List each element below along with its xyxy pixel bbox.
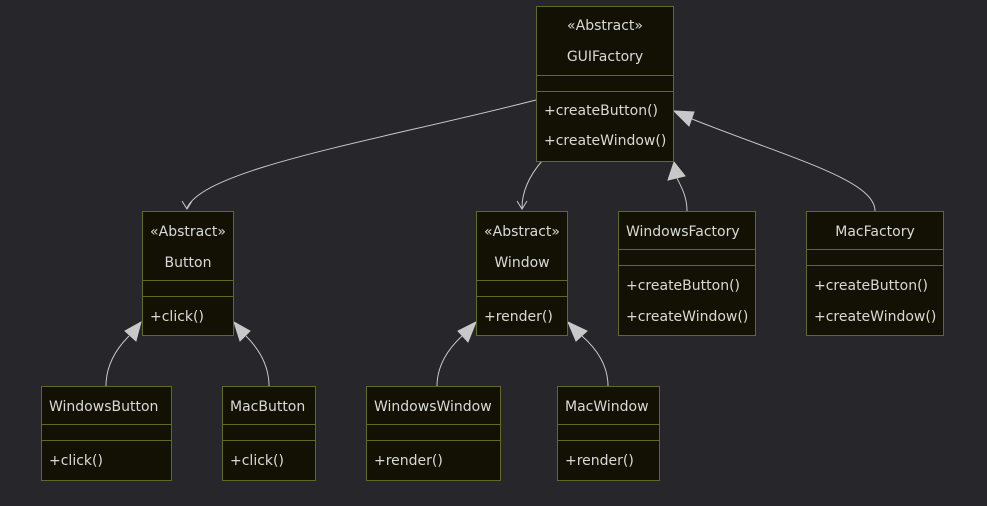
inheritance-arrow-button-1 — [124, 320, 142, 342]
class-window-stereotype: «Abstract» — [484, 224, 560, 240]
attributes-divider — [807, 249, 943, 250]
methods-divider — [223, 440, 315, 441]
edge-windowsbutton-button — [105, 335, 130, 387]
arrowhead-window — [516, 200, 528, 210]
class-windowsbutton-method: +click() — [49, 453, 103, 469]
class-macfactory-method: +createWindow() — [814, 309, 937, 325]
class-macfactory-name: MacFactory — [835, 224, 915, 240]
attributes-divider — [223, 424, 315, 425]
edge-macfactory-guifactory — [691, 118, 876, 212]
class-windowsbutton[interactable]: WindowsButton +click() — [41, 386, 172, 481]
class-guifactory-stereotype: «Abstract» — [567, 18, 643, 34]
class-windowsfactory-method: +createButton() — [626, 278, 740, 294]
attributes-divider — [42, 424, 171, 425]
attributes-divider — [537, 75, 673, 76]
class-guifactory[interactable]: «Abstract» GUIFactory +createButton() +c… — [536, 6, 674, 162]
attributes-divider — [619, 249, 755, 250]
methods-divider — [143, 296, 233, 297]
edge-windowsfactory-guifactory — [675, 175, 688, 212]
class-macwindow-method: +render() — [565, 453, 634, 469]
class-windowsfactory-name: WindowsFactory — [626, 224, 740, 240]
class-macbutton[interactable]: MacButton +click() — [222, 386, 316, 481]
inheritance-arrow-window-2 — [567, 320, 588, 342]
class-macbutton-name: MacButton — [230, 399, 306, 415]
methods-divider — [558, 440, 659, 441]
inheritance-arrow-button-2 — [233, 320, 251, 342]
class-macfactory[interactable]: MacFactory +createButton() +createWindow… — [806, 211, 944, 336]
methods-divider — [619, 265, 755, 266]
arrowhead-button — [181, 200, 193, 210]
attributes-divider — [367, 424, 500, 425]
class-window-name: Window — [494, 255, 550, 271]
class-macwindow-name: MacWindow — [565, 399, 649, 415]
class-windowsfactory[interactable]: WindowsFactory +createButton() +createWi… — [618, 211, 756, 336]
inheritance-arrow-window-1 — [457, 320, 477, 343]
class-windowsbutton-name: WindowsButton — [49, 399, 159, 415]
class-guifactory-method: +createWindow() — [544, 133, 667, 149]
edge-guifactory-button — [186, 99, 537, 209]
methods-divider — [477, 296, 567, 297]
class-guifactory-method: +createButton() — [544, 103, 658, 119]
edge-macbutton-button — [245, 335, 270, 387]
class-button-stereotype: «Abstract» — [150, 224, 226, 240]
class-macwindow[interactable]: MacWindow +render() — [557, 386, 660, 481]
class-windowswindow-name: WindowsWindow — [374, 399, 492, 415]
attributes-divider — [477, 280, 567, 281]
inheritance-arrow-guifactory-2 — [672, 110, 695, 127]
class-guifactory-name: GUIFactory — [566, 49, 644, 65]
class-button[interactable]: «Abstract» Button +click() — [142, 211, 234, 336]
class-windowswindow-method: +render() — [374, 453, 443, 469]
class-button-name: Button — [164, 255, 212, 271]
edge-guifactory-window — [521, 160, 543, 209]
inheritance-arrow-guifactory-1 — [667, 160, 686, 181]
methods-divider — [807, 265, 943, 266]
class-window[interactable]: «Abstract» Window +render() — [476, 211, 568, 336]
class-window-method: +render() — [484, 309, 553, 325]
class-button-method: +click() — [150, 309, 204, 325]
methods-divider — [537, 91, 673, 92]
edge-macwindow-window — [581, 335, 609, 387]
edge-windowswindow-window — [436, 335, 463, 387]
class-macbutton-method: +click() — [230, 453, 284, 469]
class-windowsfactory-method: +createWindow() — [626, 309, 749, 325]
attributes-divider — [143, 280, 233, 281]
class-macfactory-method: +createButton() — [814, 278, 928, 294]
attributes-divider — [558, 424, 659, 425]
class-windowswindow[interactable]: WindowsWindow +render() — [366, 386, 501, 481]
methods-divider — [42, 440, 171, 441]
methods-divider — [367, 440, 500, 441]
